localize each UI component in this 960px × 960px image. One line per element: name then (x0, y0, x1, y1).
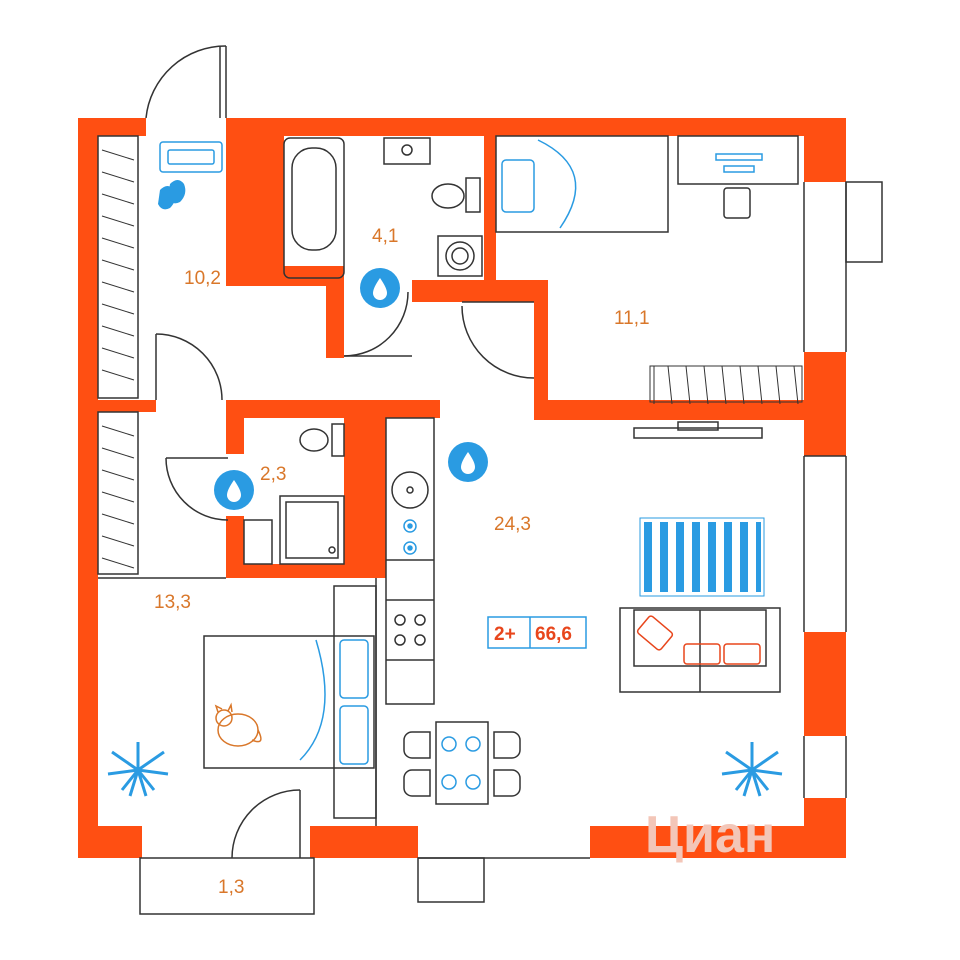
room-area-hallway: 10,2 (184, 268, 221, 289)
partitions (97, 45, 883, 915)
carpet (639, 517, 765, 597)
room-area-bedroom-small: 11,1 (614, 308, 650, 329)
cat-icon (214, 702, 262, 747)
sofa-cushions (636, 615, 761, 665)
water-drop-icon (448, 442, 488, 482)
furniture-accents (159, 139, 763, 790)
water-drop-icon (214, 470, 254, 510)
plant-icon (721, 742, 783, 797)
room-area-balcony: 1,3 (218, 877, 244, 898)
watermark: Циан (645, 806, 775, 864)
slippers-icon (158, 180, 186, 210)
room-area-toilet: 2,3 (260, 464, 286, 485)
water-drop-icon (360, 268, 400, 308)
room-area-bathroom: 4,1 (372, 226, 398, 247)
furniture (203, 135, 799, 805)
room-area-kitchen-living: 24,3 (494, 514, 531, 535)
walls (78, 118, 846, 858)
badge-rooms: 2+ (494, 624, 516, 645)
badge-total-area: 66,6 (535, 624, 572, 645)
wardrobe-hatch (101, 149, 803, 569)
plant-icon (107, 742, 169, 797)
apartment-badge: 2+ 66,6 (487, 616, 587, 649)
room-area-bedroom-large: 13,3 (154, 592, 191, 613)
